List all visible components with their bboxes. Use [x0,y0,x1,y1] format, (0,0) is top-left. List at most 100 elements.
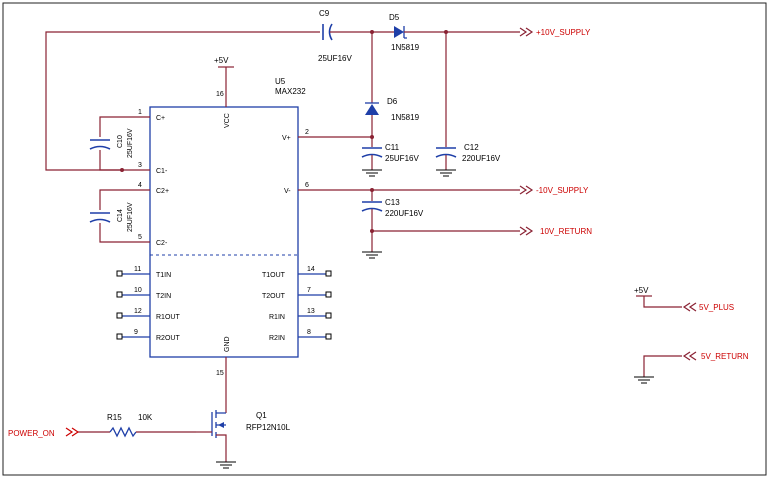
ret5v-label: 5V_RETURN [701,352,749,361]
vm-pin-num: 6 [305,182,309,189]
gnd-pin-num: 15 [216,370,224,377]
ret10v-label: 10V_RETURN [540,227,592,236]
plus10v-arrow [519,27,534,37]
capacitor-c11: C11 25UF16V [361,137,419,170]
c11-plate-bottom [361,153,383,158]
capacitor-c13: C13 220UF16V [361,190,424,252]
diode-d5: D5 1N5819 [372,13,520,52]
r1out-pin-terminal [116,312,123,319]
capacitor-c9: C9 25UF16V [318,9,372,63]
q1-ref: Q1 [256,411,267,420]
net-5v-plus: +5V 5V_PLUS [634,286,734,312]
capacitor-c10: C10 25UF16V [89,116,134,171]
r2out-pin-terminal [116,333,123,340]
minus10v-arrow [519,185,534,195]
vm-pin-label: V- [284,188,291,195]
ret10v-arrow [519,226,534,236]
port-ret10v: 10V_RETURN [519,226,592,236]
c10-plate-bottom [89,145,111,150]
d6-ref: D6 [387,97,398,106]
t1out-pin-terminal [325,270,332,277]
ic-ref: U5 [275,77,286,86]
t1in-pin-terminal [116,270,123,277]
d6-value: 1N5819 [391,113,420,122]
plus10v-label: +10V_SUPPLY [536,28,591,37]
plus5v-power-label: +5V [634,286,649,295]
t1in-pin-num: 11 [134,266,141,273]
diode-d6: D6 1N5819 [365,32,420,137]
r2out-pin-label: R2OUT [156,335,180,342]
r1in-pin-terminal [325,312,332,319]
c9-plate-right [328,23,333,41]
ground-symbol-c12 [436,169,456,177]
max232-ic: U5 MAX232 +5V 16 VCC 15 GND 1 C+ 3 C1- 4… [116,56,520,400]
c14-ref: C14 [117,209,124,222]
c13-value: 220UF16V [385,209,424,218]
c13-plate-bottom [361,207,383,212]
t2in-pin-num: 10 [134,287,142,294]
c2m-pin-num: 5 [138,234,142,241]
c14-wire-top [99,189,122,210]
r2out-pin-num: 9 [134,329,138,336]
ic-body [149,106,299,358]
c12-plate-bottom [435,153,457,158]
vcc-pin-label: VCC [224,113,231,128]
c1m-junction [120,168,124,172]
c13-ref: C13 [385,198,400,207]
c14-value: 25UF16V [127,202,134,232]
t2out-pin-label: T2OUT [262,293,286,300]
ground-symbol-q1 [216,461,236,469]
vp-pin-num: 2 [305,129,309,136]
c1m-pin-num: 3 [138,162,142,169]
gnd-pin-label: GND [224,336,231,352]
t2in-pin-terminal [116,291,123,298]
c9-feed-wire [45,31,320,171]
r1in-pin-label: R1IN [269,314,285,321]
q1-value: RFP12N10L [246,423,291,432]
t1out-pin-label: T1OUT [262,272,286,279]
c9-ref: C9 [319,9,330,18]
t1in-pin-label: T1IN [156,272,171,279]
port-power-on: POWER_ON [8,427,80,438]
port-plus10v: +10V_SUPPLY [519,27,591,37]
c12-ref: C12 [464,143,479,152]
plus5v-arrow [682,302,697,312]
c14-wire-bottom [99,223,122,243]
r1in-pin-num: 13 [307,308,315,315]
plus5v-wire [643,296,682,308]
port-minus10v: -10V_SUPPLY [519,185,589,195]
c11-value: 25UF16V [385,154,419,163]
power-on-arrow [65,427,80,437]
ret5v-arrow [682,351,697,361]
r2in-pin-label: R2IN [269,335,285,342]
c1m-pin-label: C1- [156,168,168,175]
t1out-pin-num: 14 [307,266,315,273]
vcc-pin-num: 16 [216,91,224,98]
net-5v-return: 5V_RETURN [634,351,749,384]
vcc-power-label: +5V [214,56,229,65]
r15-value: 10K [138,413,153,422]
d6-triangle [365,104,379,115]
r15-zigzag [109,426,137,438]
t2out-pin-terminal [325,291,332,298]
c14-plate-bottom [89,218,111,223]
r15-ref: R15 [107,413,122,422]
ic-part: MAX232 [275,87,306,96]
ret5v-wire [643,355,682,377]
r2in-pin-terminal [325,333,332,340]
c1p-pin-label: C+ [156,115,165,122]
mosfet-q1: Q1 RFP12N10L [196,400,291,462]
c10-value: 25UF16V [127,128,134,158]
ground-symbol-c13 [362,251,382,259]
minus10v-label: -10V_SUPPLY [536,186,589,195]
r1out-pin-num: 12 [134,308,142,315]
c10-wire-top [99,116,122,137]
r2in-pin-num: 8 [307,329,311,336]
c10-wire-bottom [99,150,122,171]
c9-value: 25UF16V [318,54,352,63]
c2p-pin-label: C2+ [156,188,169,195]
c12-value: 220UF16V [462,154,501,163]
d5-anode-triangle [394,26,404,38]
